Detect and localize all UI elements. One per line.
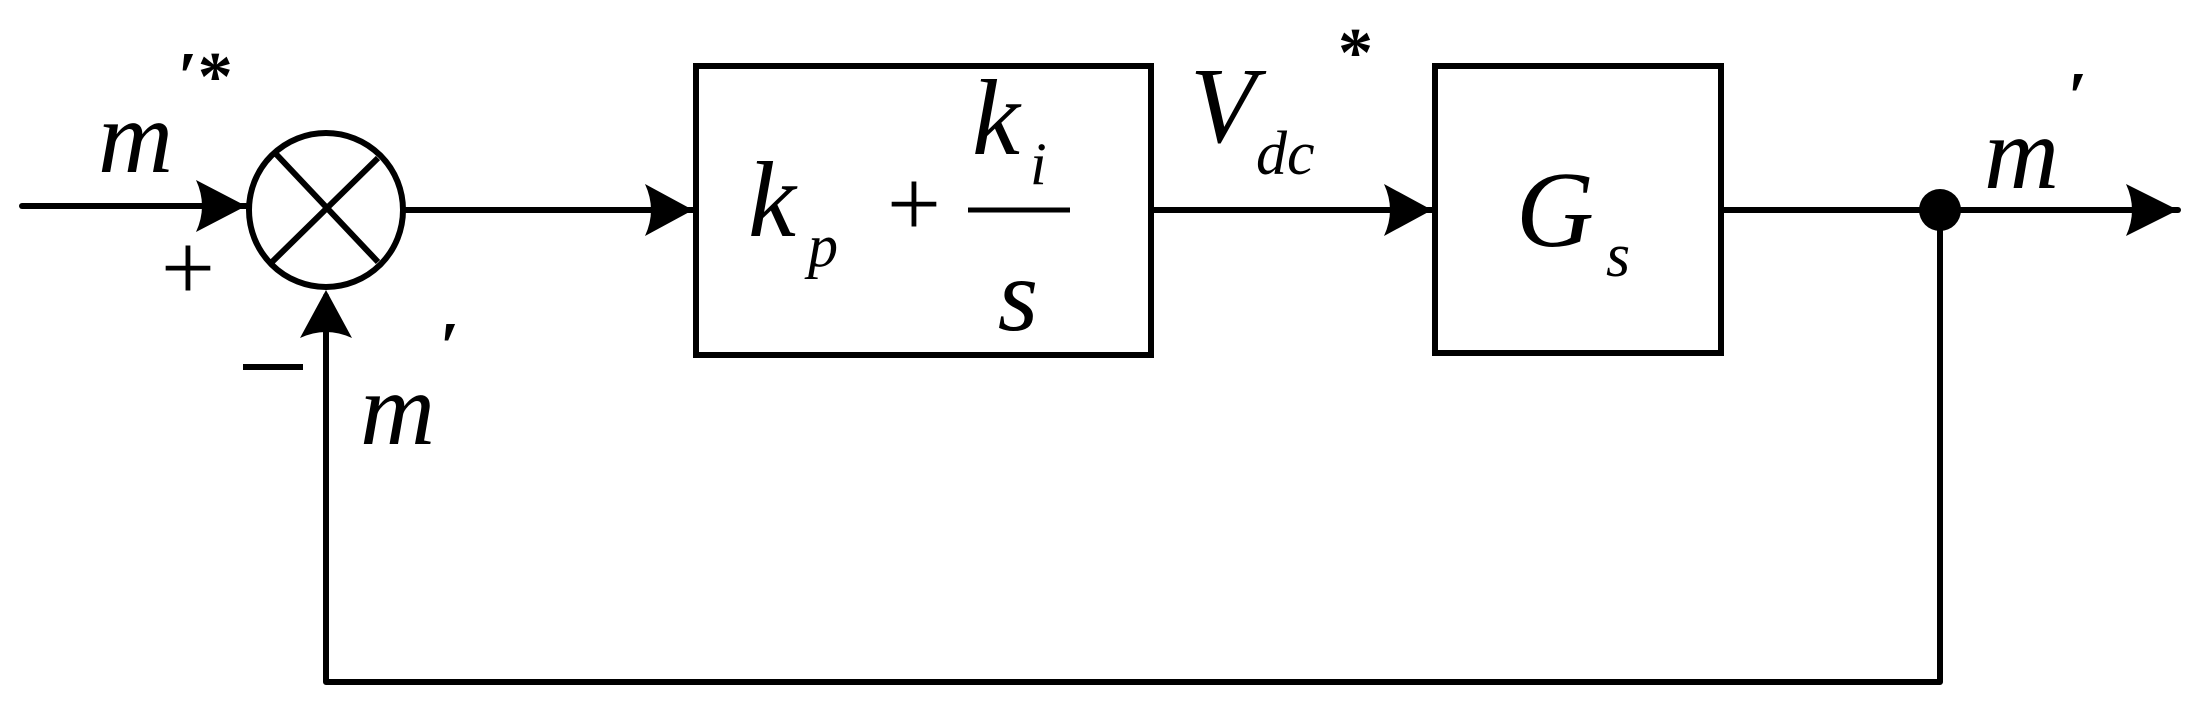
svg-text:k: k: [748, 141, 798, 260]
output-arrowhead: [2126, 184, 2178, 236]
svg-text:′*: ′*: [178, 39, 233, 116]
feedback-arrowhead: [300, 290, 352, 338]
error-arrowhead: [645, 184, 693, 236]
svg-text:s: s: [998, 238, 1038, 353]
svg-text:′: ′: [2068, 59, 2088, 136]
svg-text:+: +: [887, 150, 941, 257]
vdc-label: V dc *: [1190, 15, 1373, 188]
svg-text:i: i: [1030, 131, 1047, 197]
output-label: m ′: [1984, 59, 2088, 211]
svg-text:m: m: [98, 80, 173, 195]
svg-text:*: *: [1338, 15, 1373, 92]
plant-block: [1432, 63, 1724, 356]
svg-text:′: ′: [440, 309, 460, 386]
feedback-label: m ′: [360, 309, 460, 467]
plus-sign: +: [161, 214, 215, 321]
vdc-arrowhead: [1384, 184, 1432, 236]
plant-transfer-function: G s: [1516, 151, 1630, 290]
svg-text:dc: dc: [1256, 120, 1315, 188]
svg-text:m: m: [360, 352, 435, 467]
feedback-wire: [323, 207, 1943, 685]
summing-junction: [246, 130, 406, 290]
svg-text:p: p: [804, 213, 838, 279]
svg-text:k: k: [972, 59, 1022, 178]
svg-text:V: V: [1190, 47, 1267, 166]
controller-transfer-function: k p + k i s: [748, 59, 1070, 353]
input-label: m ′*: [98, 39, 233, 195]
input-arrowhead: [196, 180, 246, 232]
svg-text:s: s: [1606, 222, 1630, 290]
svg-text:m: m: [1984, 96, 2059, 211]
svg-text:G: G: [1516, 151, 1594, 270]
